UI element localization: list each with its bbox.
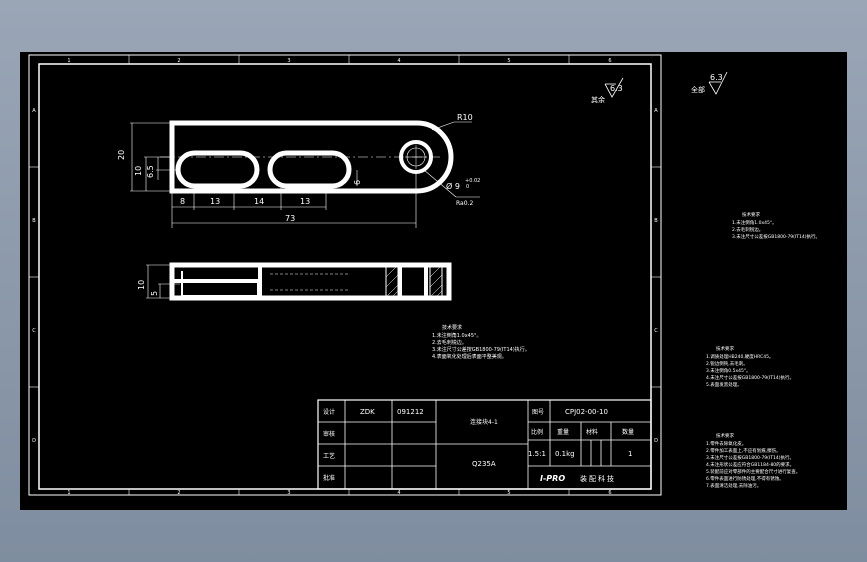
- dim-73: 73: [285, 214, 295, 223]
- tb-label-approve: 批准: [323, 474, 335, 482]
- drawing-svg: 1 2 3 4 5 6 1 2 3 4 5 6 A B C D A B C D …: [28, 54, 820, 496]
- tb-label-scale: 比例: [531, 428, 543, 436]
- tb-qty: 1: [628, 450, 632, 458]
- tb-label-design: 设计: [323, 408, 335, 416]
- notes-right-2: 技术要求 1.调质处理HB240,硬度HRC45。 2.锐边倒钝,去毛刺。 3.…: [706, 345, 794, 388]
- notes-right-3: 技术要求 1.零件去除氧化皮。 2.零件加工表面上,不应有划痕,擦伤。 3.未注…: [706, 432, 800, 489]
- dim-13b: 13: [300, 197, 310, 206]
- note-r3-5: 5.装配前应对零部件的主要配合尺寸进行复查。: [706, 468, 800, 475]
- tb-drawing-no: CPJ02-00-10: [565, 408, 608, 416]
- note-center-3: 3.未注尺寸公差按GB1800-79(IT14)执行。: [432, 346, 530, 353]
- note-r2-5: 5.表面发黑处理。: [706, 381, 742, 388]
- note-r3-6: 6.零件表面进行防锈处理,不得有锈蚀。: [706, 475, 784, 482]
- dim-hole-tol-low: 0: [466, 184, 469, 190]
- roughness-side-label: 全部: [691, 85, 705, 94]
- dim-side-10: 10: [137, 280, 146, 290]
- note-r1-1: 1.未注倒角1.0x45°。: [732, 219, 777, 226]
- tb-logo: I-PRO: [540, 474, 565, 483]
- roughness-label: 其余: [591, 95, 605, 104]
- tb-material: Q235A: [472, 460, 496, 468]
- zone-right-a: A: [654, 108, 658, 114]
- zone-right-c: C: [654, 328, 658, 334]
- note-r1-2: 2.去毛刺锐边。: [732, 226, 763, 233]
- zone-bottom-5: 5: [507, 490, 510, 496]
- side-view: [169, 262, 452, 301]
- zone-right-d: D: [654, 438, 658, 444]
- roughness-symbol-side: 全部 6.3: [691, 71, 728, 95]
- zone-left-b: B: [32, 218, 36, 224]
- tb-label-drawing-no: 图号: [532, 409, 544, 416]
- zone-bottom-6: 6: [608, 490, 611, 496]
- dim-side-5: 5: [150, 291, 159, 296]
- zone-top-1: 1: [67, 58, 70, 64]
- tb-label-craft: 工艺: [323, 452, 335, 460]
- slot-left: [175, 150, 260, 189]
- dim-hole: Ø 9: [446, 181, 460, 191]
- note-center-2: 2.去毛刺锐边。: [432, 339, 467, 346]
- roughness-symbol-main: 其余 6.3: [591, 77, 624, 104]
- tb-date: 091212: [397, 408, 424, 416]
- zone-bottom-2: 2: [177, 490, 180, 496]
- note-r1-0: 技术要求: [742, 211, 760, 218]
- dim-r10: R10: [457, 113, 473, 122]
- zone-top-6: 6: [608, 58, 611, 64]
- dim-6-5: 6.5: [146, 165, 155, 178]
- tb-designer: ZDK: [360, 408, 375, 416]
- dimension-lines: [130, 121, 480, 228]
- note-r3-3: 3.未注尺寸公差按GB1800-79(IT14)执行。: [706, 454, 794, 461]
- zone-top-2: 2: [177, 58, 180, 64]
- title-block: [317, 399, 652, 490]
- notes-right-1: 技术要求 1.未注倒角1.0x45°。 2.去毛刺锐边。 3.未注尺寸公差按GB…: [732, 211, 820, 240]
- note-center-4: 4.表面氧化处理后表面平整美观。: [432, 353, 507, 360]
- dim-14: 14: [254, 197, 264, 206]
- dim-hole-ra: Ra0.2: [456, 200, 473, 207]
- note-r1-3: 3.未注尺寸公差按GB1800-79(IT14)执行。: [732, 233, 820, 240]
- notes-center: 技术要求 1.未注倒角1.0x45°。 2.去毛刺锐边。 3.未注尺寸公差按GB…: [432, 324, 530, 360]
- note-r3-2: 2.零件加工表面上,不应有划痕,擦伤。: [706, 447, 781, 454]
- note-center-0: 技术要求: [442, 324, 462, 331]
- note-r3-4: 4.未注形状公差应符合GB1184-80的要求。: [706, 461, 794, 468]
- zone-top-4: 4: [397, 58, 400, 64]
- note-r3-1: 1.零件去除氧化皮。: [706, 440, 746, 447]
- dim-6: 6: [353, 180, 362, 185]
- dim-8: 8: [180, 197, 185, 206]
- tb-label-material: 材料: [586, 428, 598, 436]
- tb-weight: 0.1kg: [555, 450, 575, 458]
- zone-bottom-3: 3: [287, 490, 290, 496]
- dim-hole-tol: +0.02: [465, 178, 480, 184]
- roughness-side-value: 6.3: [710, 73, 723, 82]
- note-r2-3: 3.未注倒角0.5x45°。: [706, 367, 751, 374]
- note-center-1: 1.未注倒角1.0x45°。: [432, 332, 482, 339]
- roughness-value: 6.3: [610, 84, 623, 93]
- tb-scale: 1.5:1: [528, 450, 546, 458]
- zone-left-a: A: [32, 108, 36, 114]
- tb-company: 装配科技: [580, 474, 616, 483]
- note-r2-2: 2.锐边倒钝,去毛刺。: [706, 360, 748, 367]
- outer-frame: [28, 54, 662, 496]
- zone-top-3: 3: [287, 58, 290, 64]
- zone-bottom-4: 4: [397, 490, 400, 496]
- tb-part-name: 连接块4-1: [470, 418, 498, 426]
- dim-13a: 13: [210, 197, 220, 206]
- zone-bottom-1: 1: [67, 490, 70, 496]
- dim-10: 10: [134, 166, 143, 176]
- zone-top-5: 5: [507, 58, 510, 64]
- note-r3-7: 7.表面清洁处理,去除油污。: [706, 482, 761, 489]
- tb-label-check: 审核: [323, 430, 335, 438]
- zone-right-b: B: [654, 218, 658, 224]
- drawing-canvas: 1 2 3 4 5 6 1 2 3 4 5 6 A B C D A B C D …: [20, 52, 847, 510]
- note-r3-0: 技术要求: [716, 432, 734, 439]
- note-r2-0: 技术要求: [716, 345, 734, 352]
- dim-20: 20: [117, 150, 126, 160]
- part-outline: [169, 120, 454, 194]
- tb-label-qty: 数量: [622, 428, 634, 436]
- tb-label-weight: 重量: [557, 428, 569, 436]
- top-view: [160, 120, 454, 194]
- zone-left-d: D: [32, 438, 36, 444]
- note-r2-4: 4.未注尺寸公差按GB1800-79(IT14)执行。: [706, 374, 794, 381]
- zone-left-c: C: [32, 328, 36, 334]
- slot-right: [267, 150, 352, 189]
- zone-ticks: [29, 55, 661, 495]
- note-r2-1: 1.调质处理HB240,硬度HRC45。: [706, 353, 773, 360]
